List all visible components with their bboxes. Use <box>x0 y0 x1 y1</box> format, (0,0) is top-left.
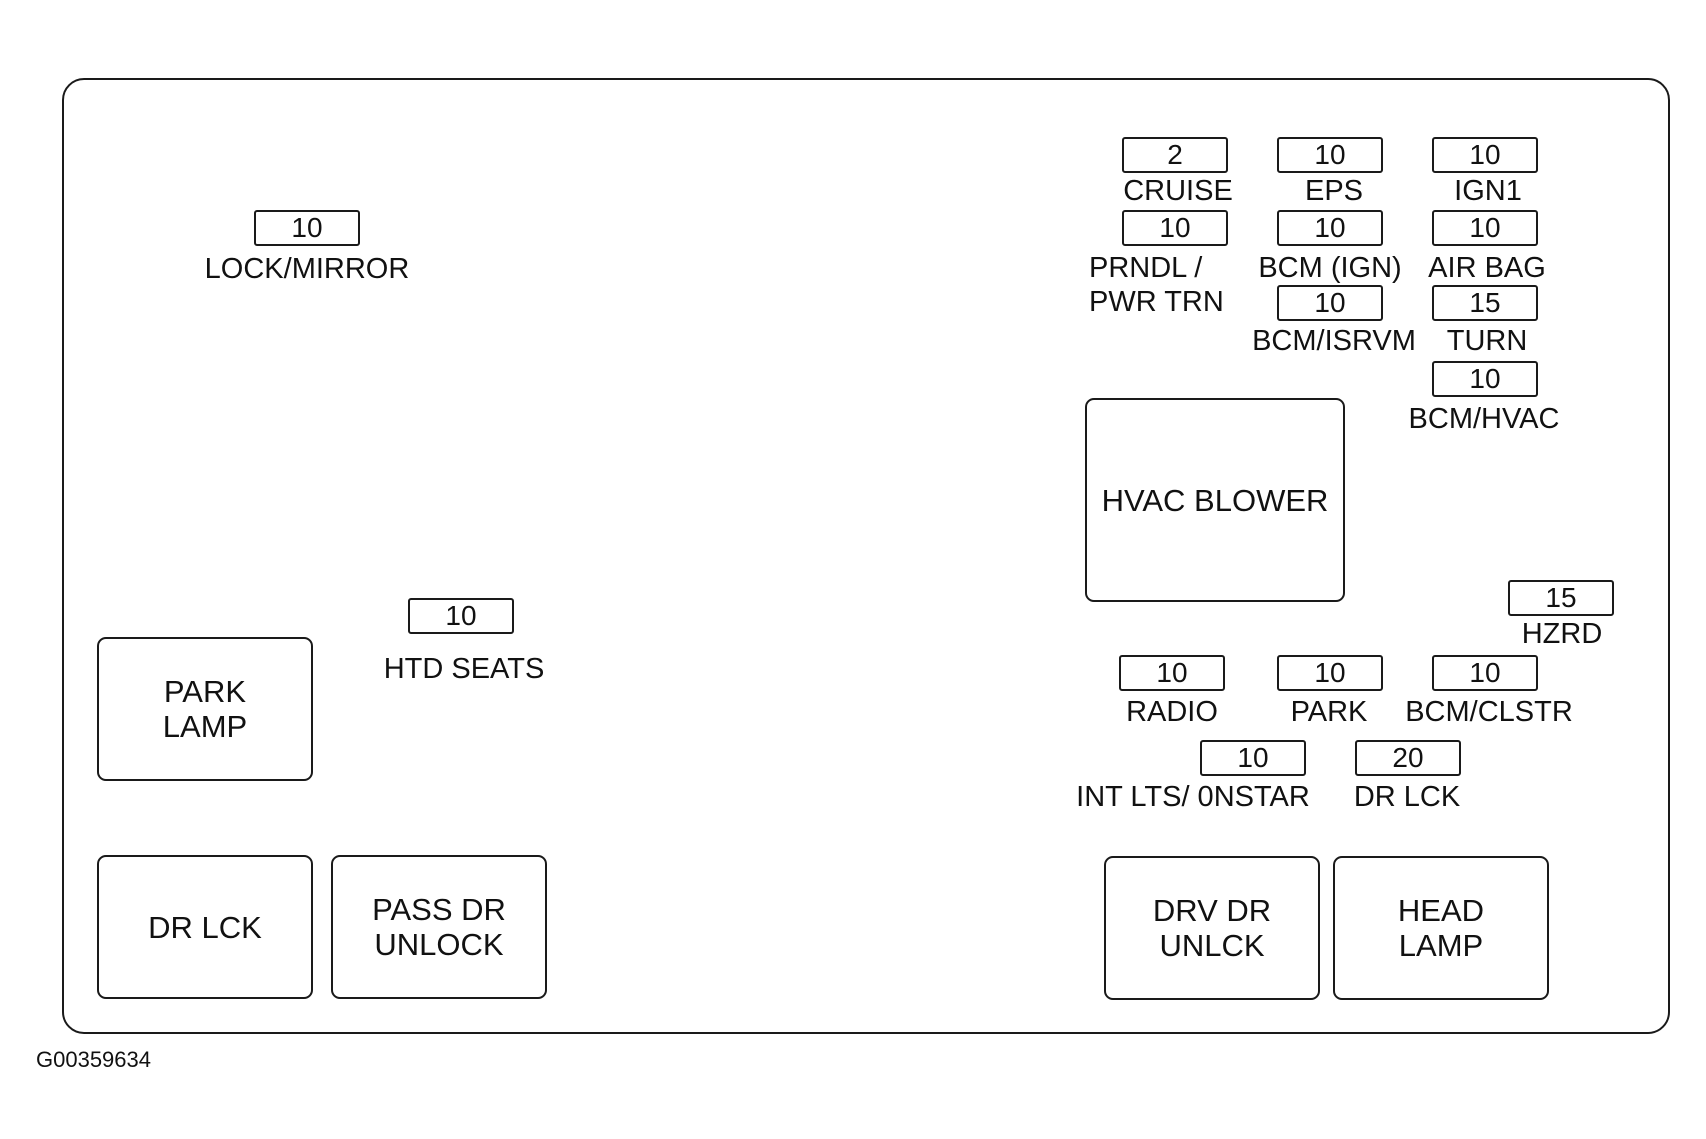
fuse-radio: 10 <box>1119 655 1225 691</box>
relay-park-lamp: PARK LAMP <box>97 637 313 781</box>
fuse-label-prndl: PRNDL / PWR TRN <box>1089 252 1224 318</box>
fuse-label-turn: TURN <box>1446 325 1528 357</box>
fuse-label-eps: EPS <box>1304 175 1364 207</box>
fuse-dr-lck: 20 <box>1355 740 1461 776</box>
figure-id: G00359634 <box>36 1047 151 1072</box>
fuse-lock-mirror: 10 <box>254 210 360 246</box>
fuse-cruise: 2 <box>1122 137 1228 173</box>
fuse-htd-seats: 10 <box>408 598 514 634</box>
relay-label-dr-lck: DR LCK <box>148 909 262 945</box>
fuse-panel-outline <box>62 78 1670 1034</box>
fuse-label-htd-seats: HTD SEATS <box>383 653 545 685</box>
fuse-prndl: 10 <box>1122 210 1228 246</box>
relay-label-park-lamp: PARK LAMP <box>162 674 248 744</box>
fuse-label-hzrd: HZRD <box>1521 618 1603 650</box>
relay-pass-dr-unlock: PASS DR UNLOCK <box>331 855 547 999</box>
relay-head-lamp: HEAD LAMP <box>1333 856 1549 1000</box>
fuse-label-bcm-clstr: BCM/CLSTR <box>1405 696 1573 728</box>
fuse-label-int-lts: INT LTS/ 0NSTAR <box>1076 781 1310 813</box>
fuse-label-bcm-hvac: BCM/HVAC <box>1408 403 1560 435</box>
fuse-label-cruise: CRUISE <box>1123 175 1233 207</box>
relay-drv-dr-unlck: DRV DR UNLCK <box>1104 856 1320 1000</box>
fuse-air-bag: 10 <box>1432 210 1538 246</box>
fuse-label-ign1: IGN1 <box>1454 175 1522 207</box>
fuse-park: 10 <box>1277 655 1383 691</box>
fuse-hzrd: 15 <box>1508 580 1614 616</box>
relay-dr-lck: DR LCK <box>97 855 313 999</box>
fuse-label-radio: RADIO <box>1126 696 1218 728</box>
fuse-label-bcm-ign: BCM (IGN) <box>1258 252 1402 284</box>
fuse-eps: 10 <box>1277 137 1383 173</box>
fuse-label-lock-mirror: LOCK/MIRROR <box>204 253 410 285</box>
relay-hvac-blower: HVAC BLOWER <box>1085 398 1345 602</box>
fuse-label-park: PARK <box>1290 696 1368 728</box>
fuse-ign1: 10 <box>1432 137 1538 173</box>
fuse-bcm-clstr: 10 <box>1432 655 1538 691</box>
fuse-turn: 15 <box>1432 285 1538 321</box>
relay-label-pass-dr-unlock: PASS DR UNLOCK <box>372 892 506 962</box>
fuse-bcm-hvac: 10 <box>1432 361 1538 397</box>
fuse-bcm-ign: 10 <box>1277 210 1383 246</box>
fuse-int-lts: 10 <box>1200 740 1306 776</box>
relay-label-hvac-blower: HVAC BLOWER <box>1101 482 1329 518</box>
fuse-label-dr-lck: DR LCK <box>1353 781 1461 813</box>
fuse-label-bcm-isrvm: BCM/ISRVM <box>1252 325 1416 357</box>
fuse-bcm-isrvm: 10 <box>1277 285 1383 321</box>
fuse-label-air-bag: AIR BAG <box>1428 252 1546 284</box>
relay-label-head-lamp: HEAD LAMP <box>1397 893 1485 963</box>
relay-label-drv-dr-unlck: DRV DR UNLCK <box>1152 893 1272 963</box>
